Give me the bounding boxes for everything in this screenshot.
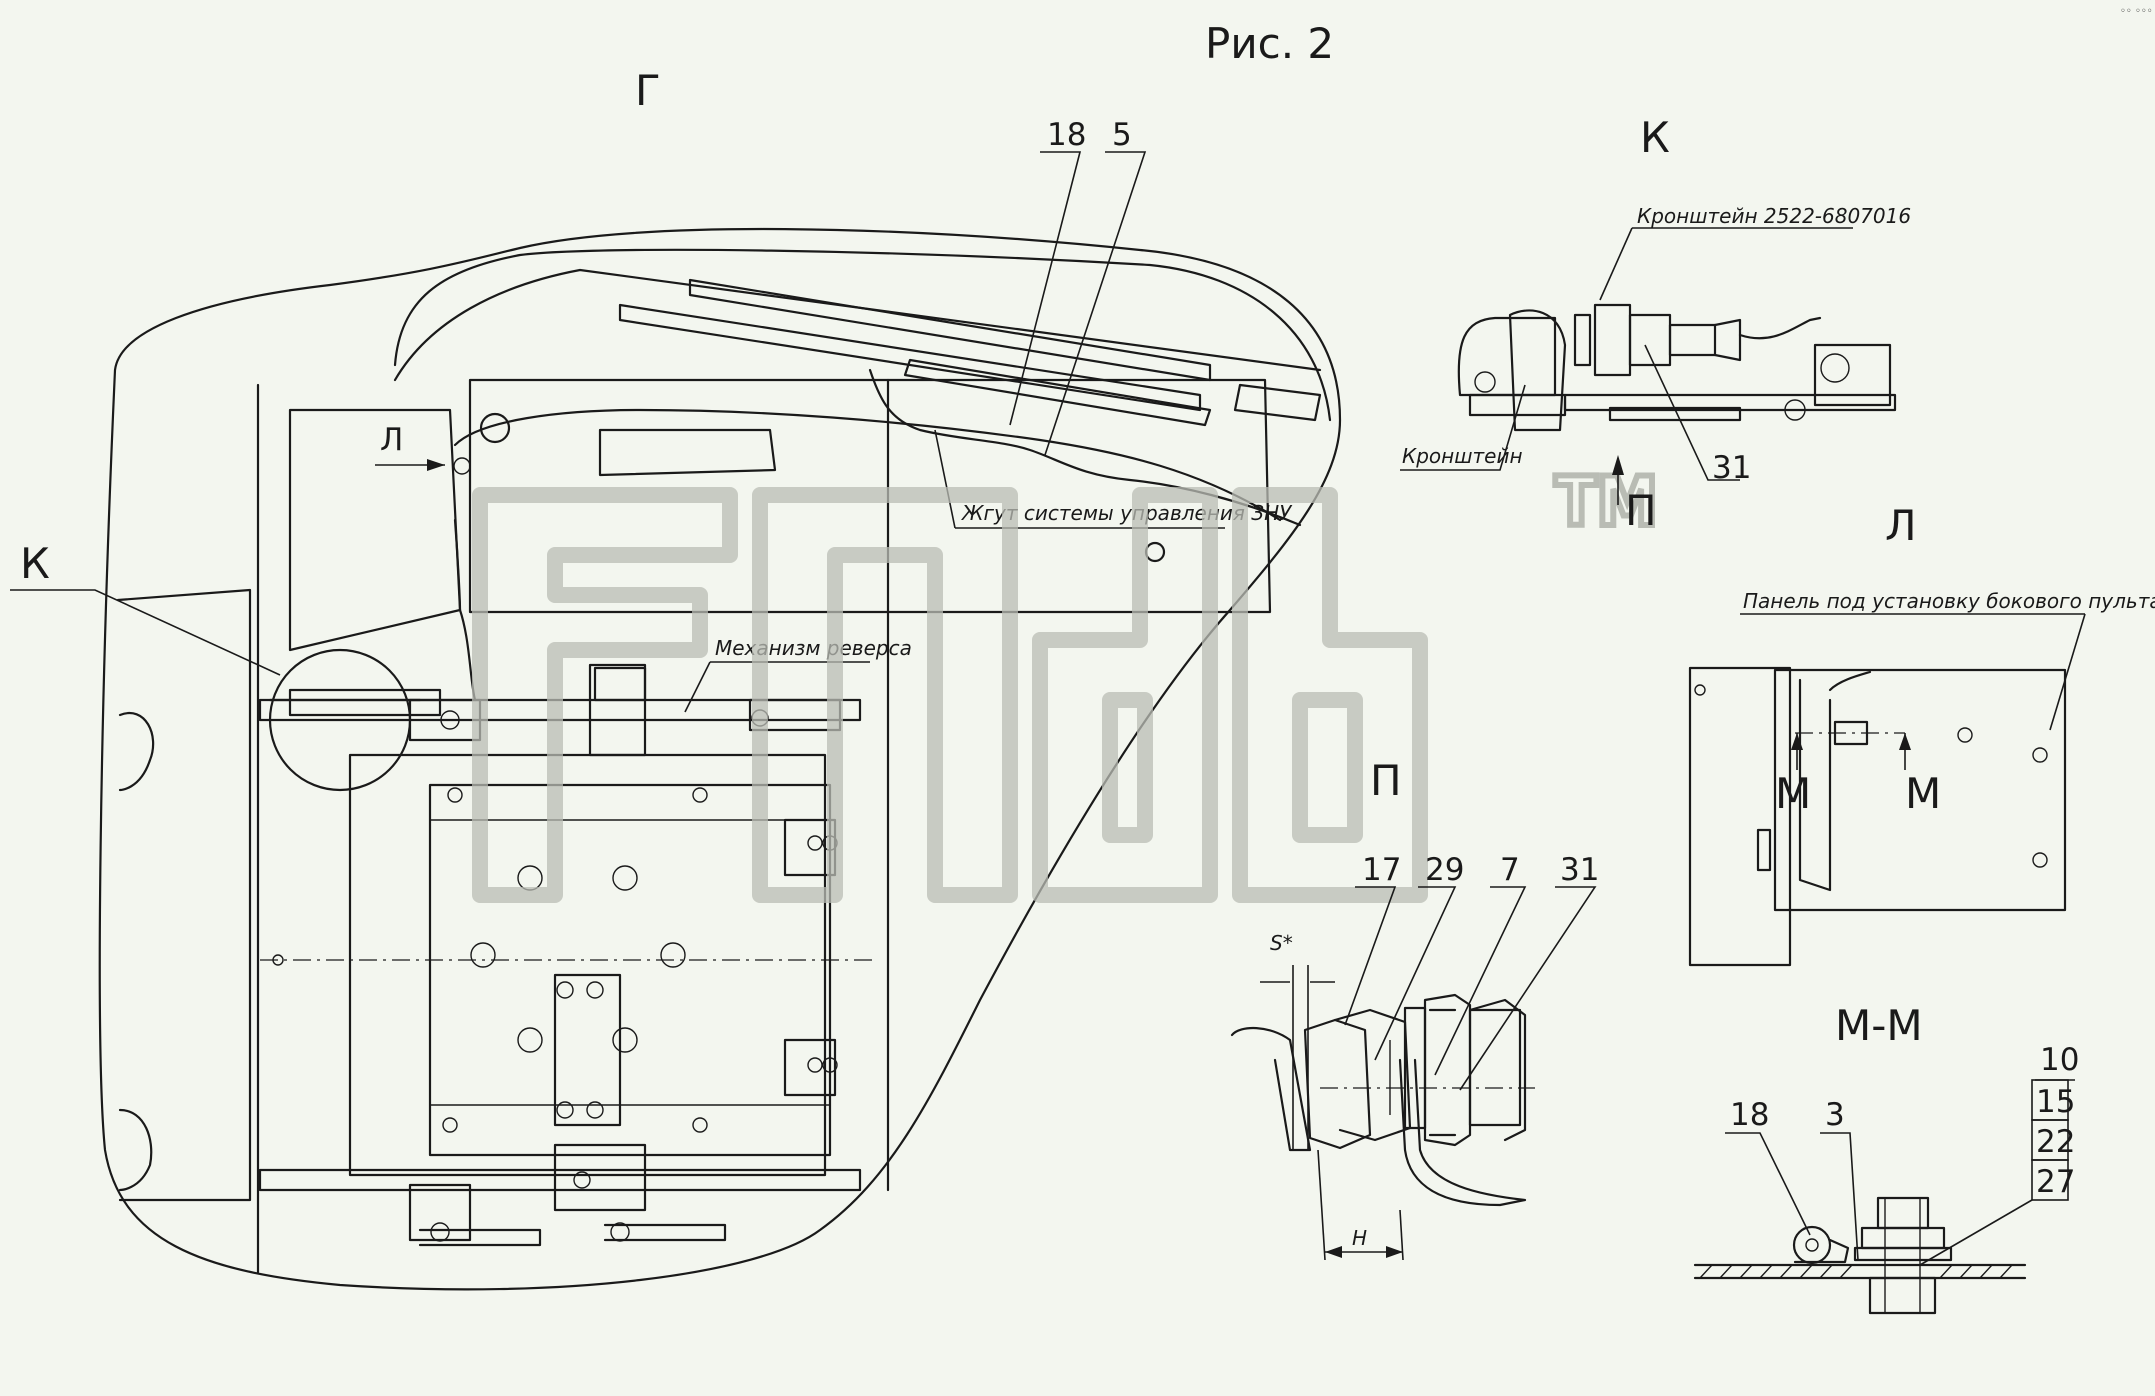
pos-10: 10 bbox=[2040, 1042, 2079, 1078]
bracket-2522-label: Кронштейн 2522-6807016 bbox=[1637, 204, 1911, 228]
pos-22: 22 bbox=[2036, 1124, 2075, 1160]
section-mm-label: М-М bbox=[1835, 1001, 1923, 1050]
view-k: К Кронштейн 2522-6807016 31 Кронштейн П bbox=[1400, 113, 1911, 535]
view-k-top-label: К bbox=[1640, 113, 1670, 162]
view-m-left-label: М bbox=[1775, 769, 1811, 818]
view-l: Л Панель под установку бокового пульта М… bbox=[1688, 501, 2155, 967]
corner-mark: ◦◦ ◦◦◦ bbox=[2120, 6, 2153, 17]
reverse-mechanism-label: Механизм реверса bbox=[715, 636, 912, 660]
figure-title: Рис. 2 bbox=[1205, 19, 1334, 68]
watermark: ТМ bbox=[472, 460, 1661, 903]
side-panel-label: Панель под установку бокового пульта bbox=[1743, 589, 2155, 613]
main-view-g: Л К Механизм реверса Жгут системы управл… bbox=[10, 117, 1342, 1291]
pos-27-box bbox=[2031, 1159, 2069, 1201]
pos-18-main: 18 bbox=[1047, 117, 1086, 153]
pos-5-main: 5 bbox=[1112, 117, 1132, 153]
h-dimension-label: H bbox=[1352, 1226, 1367, 1250]
pos-3-mm: 3 bbox=[1825, 1097, 1845, 1133]
section-mm: М-М 10 15 22 27 18 3 bbox=[1693, 1001, 2079, 1315]
view-k-left-label: К bbox=[20, 539, 50, 588]
pos-18-mm: 18 bbox=[1730, 1097, 1769, 1133]
view-p-label: П bbox=[1370, 756, 1402, 805]
pos-7: 7 bbox=[1500, 852, 1520, 888]
view-m-right-label: М bbox=[1905, 769, 1941, 818]
view-p-arrow-label: П bbox=[1625, 486, 1657, 535]
pos-15: 15 bbox=[2036, 1084, 2075, 1120]
s-star-label: S* bbox=[1270, 931, 1293, 955]
pos-31-p: 31 bbox=[1560, 852, 1599, 888]
watermark-tm: ТМ bbox=[1555, 463, 1658, 542]
view-l-right-label: Л bbox=[1885, 501, 1917, 550]
pos-27: 27 bbox=[2036, 1164, 2075, 1200]
view-g-label: Г bbox=[635, 66, 661, 115]
pos-17: 17 bbox=[1362, 852, 1401, 888]
view-l-arrow-label: Л bbox=[380, 422, 403, 458]
pos-29: 29 bbox=[1425, 852, 1464, 888]
view-p: П 17 29 7 31 S* H bbox=[1230, 756, 1599, 1261]
